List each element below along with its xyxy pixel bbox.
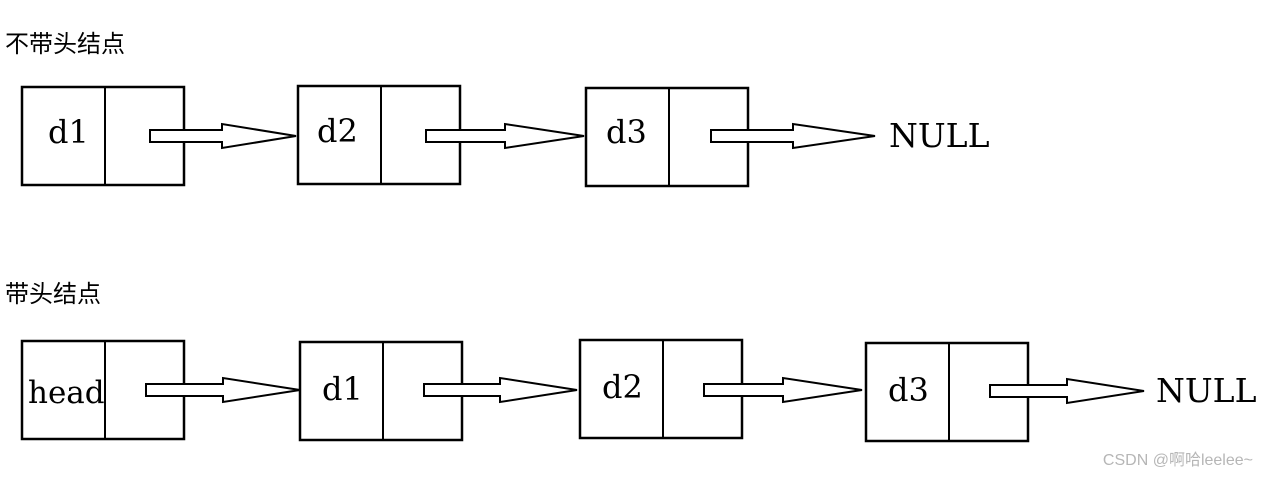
node-data-label: d1 — [322, 370, 363, 408]
section-title-without-head: 不带头结点 — [5, 30, 125, 58]
watermark-text: CSDN @啊哈leelee~ — [1103, 451, 1253, 469]
next-pointer-arrow — [149, 122, 297, 150]
node-data-label: d2 — [317, 112, 358, 150]
node-data-label: d1 — [48, 113, 89, 151]
next-pointer-arrow — [423, 376, 578, 404]
node-data-label: d3 — [606, 113, 647, 151]
section-without-head: 不带头结点 d1 d2 d3 NULL — [5, 30, 990, 188]
null-terminator: NULL — [1156, 371, 1257, 410]
section-title-with-head: 带头结点 — [5, 280, 101, 308]
next-pointer-arrow — [703, 376, 863, 404]
node-data-label: d2 — [602, 368, 643, 406]
next-pointer-arrow — [425, 122, 585, 150]
node-data-label: head — [28, 375, 105, 411]
next-pointer-arrow — [145, 376, 301, 404]
node-data-label: d3 — [888, 371, 929, 409]
next-pointer-arrow — [989, 377, 1145, 405]
null-terminator: NULL — [889, 116, 990, 155]
section-with-head: 带头结点 head d1 d2 d3 NULL — [5, 280, 1257, 443]
next-pointer-arrow — [710, 122, 876, 150]
